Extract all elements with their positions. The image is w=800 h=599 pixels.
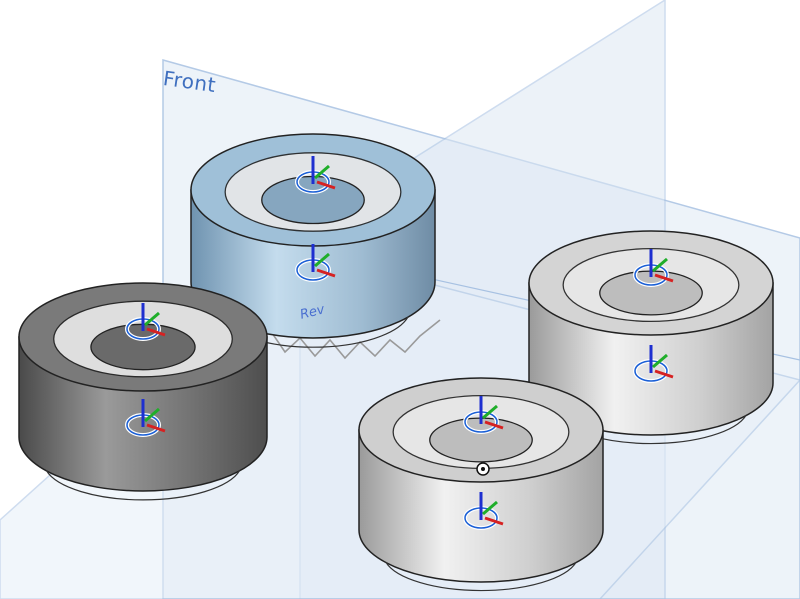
x-axis-triad bbox=[484, 420, 504, 430]
part-right[interactable] bbox=[528, 230, 774, 445]
cursor-target-icon bbox=[476, 462, 490, 476]
x-axis-triad bbox=[316, 268, 336, 278]
base-chamfer bbox=[45, 470, 241, 501]
base-chamfer bbox=[385, 561, 577, 592]
x-axis-triad bbox=[146, 423, 166, 433]
y-axis-triad bbox=[144, 407, 160, 423]
mate-connector-side[interactable] bbox=[463, 492, 504, 530]
center-bore bbox=[429, 417, 533, 463]
part-selected[interactable] bbox=[190, 133, 436, 348]
mate-connector-side[interactable] bbox=[633, 345, 674, 383]
mate-connector-side[interactable] bbox=[125, 399, 166, 437]
part-bottom[interactable] bbox=[358, 377, 604, 592]
y-axis-triad bbox=[652, 257, 668, 273]
y-axis-triad bbox=[482, 500, 498, 516]
mate-connector-top[interactable] bbox=[463, 396, 504, 434]
mate-connector-top[interactable] bbox=[125, 303, 166, 341]
y-axis-triad bbox=[652, 353, 668, 369]
y-axis-triad bbox=[314, 252, 330, 268]
mate-connector-top[interactable] bbox=[633, 249, 674, 287]
mate-connector-side[interactable] bbox=[295, 244, 336, 282]
y-axis-triad bbox=[144, 311, 160, 327]
y-axis-triad bbox=[314, 164, 330, 180]
part-left[interactable] bbox=[18, 282, 268, 501]
center-bore bbox=[90, 323, 196, 371]
mate-connector-top[interactable] bbox=[295, 156, 336, 194]
x-axis-triad bbox=[654, 273, 674, 283]
x-axis-triad bbox=[316, 180, 336, 190]
center-bore bbox=[599, 270, 703, 316]
x-axis-triad bbox=[484, 516, 504, 526]
x-axis-triad bbox=[146, 327, 166, 337]
y-axis-triad bbox=[482, 404, 498, 420]
x-axis-triad bbox=[654, 369, 674, 379]
